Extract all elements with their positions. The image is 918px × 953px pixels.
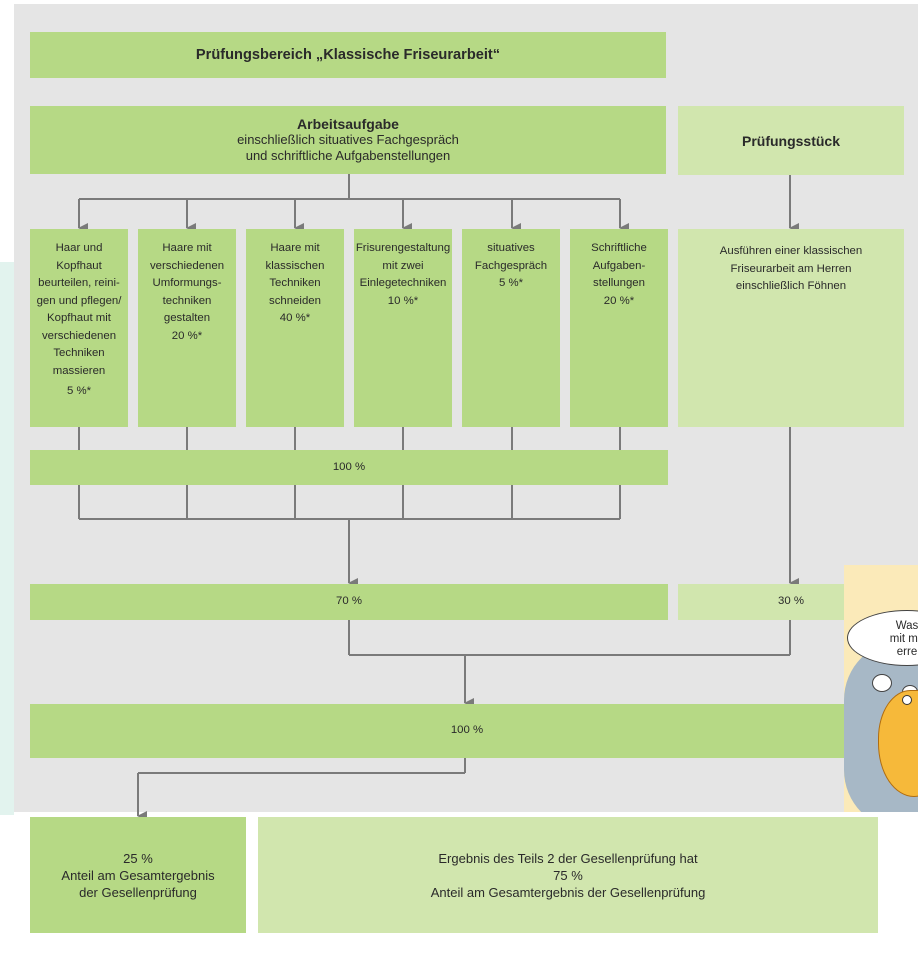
description-line: Ausführen einer klassischen — [719, 245, 863, 257]
result-right-line1: Ergebnis des Teils 2 der Gesellenprüfung… — [438, 850, 698, 866]
task-line: Haare mit — [162, 242, 212, 254]
result-left-percent: 25 % — [123, 850, 153, 866]
task-percent: 5 %* — [498, 277, 524, 289]
bubble-line: Was — [895, 620, 918, 632]
bubble-line: erre — [896, 646, 918, 658]
task-line: Frisurengestaltung — [355, 242, 451, 254]
task-line: Techniken — [269, 277, 321, 289]
task-umformung: Haare mit verschiedenen Umformungs- tech… — [138, 229, 236, 427]
task-line: Kopfhaut mit — [47, 312, 111, 324]
result-right-percent: 75 % — [553, 867, 583, 883]
result-right-box: Ergebnis des Teils 2 der Gesellenprüfung… — [258, 817, 878, 933]
task-line: massieren — [52, 364, 106, 377]
bubble-line: mit me — [889, 633, 918, 645]
task-line: Haar und — [55, 242, 103, 254]
task-line: Schriftliche — [591, 242, 647, 254]
arbeitsaufgabe-line1: einschließlich situatives Fachgespräch — [237, 132, 459, 147]
tasks-sum-value: 100 % — [332, 460, 366, 473]
description-line: einschließlich Föhnen — [735, 280, 847, 292]
task-line: situatives — [487, 242, 535, 254]
task-line: gen und pflegen/ — [36, 294, 122, 307]
thought-dot — [872, 674, 892, 692]
task-percent: 5 %* — [66, 385, 92, 397]
task-line: klassischen — [265, 259, 325, 272]
task-line: Einlegetechniken — [359, 277, 447, 289]
task-percent: 20 %* — [603, 294, 635, 307]
task-line: techniken — [162, 294, 212, 307]
bird-eye-icon — [902, 695, 912, 705]
total-bar: 100 % — [30, 704, 904, 758]
arbeitsaufgabe-line2: und schriftliche Aufgabenstellungen — [245, 148, 451, 163]
task-fachgespraech: situatives Fachgespräch 5 %* — [462, 229, 560, 427]
task-percent: 10 %* — [387, 294, 419, 307]
task-schriftlich: Schriftliche Aufgaben- stellungen 20 %* — [570, 229, 668, 427]
task-haar-kopfhaut: Haar und Kopfhaut beurteilen, reini- gen… — [30, 229, 128, 427]
exam-area-title-box: Prüfungsbereich „Klassische Friseurarbei… — [30, 32, 666, 78]
tasks-sum-bar: 100 % — [30, 450, 668, 485]
exam-area-title: Prüfungsbereich „Klassische Friseurarbei… — [195, 47, 501, 63]
pruefungsstueck-heading: Prüfungsstück — [741, 132, 840, 149]
task-line: schneiden — [269, 294, 321, 307]
arbeitsaufgabe-share-value: 70 % — [336, 595, 362, 608]
task-frisurengestaltung: Frisurengestaltung mit zwei Einlegetechn… — [354, 229, 452, 427]
cartoon-illustration: Was mit me erre — [844, 565, 918, 812]
result-left-box: 25 % Anteil am Gesamtergebnis der Gesell… — [30, 817, 246, 933]
task-line: Fachgespräch — [474, 259, 548, 272]
left-accent-strip — [0, 262, 14, 815]
task-line: Techniken — [53, 347, 105, 359]
result-right-line2: Anteil am Gesamtergebnis der Gesellenprü… — [430, 884, 706, 900]
task-schneiden: Haare mit klassischen Techniken schneide… — [246, 229, 344, 427]
task-line: Haare mit — [270, 242, 320, 254]
arbeitsaufgabe-share-bar: 70 % — [30, 584, 668, 620]
task-line: mit zwei — [382, 259, 424, 272]
total-value: 100 % — [450, 724, 484, 737]
arbeitsaufgabe-heading: Arbeitsaufgabe — [297, 116, 399, 132]
task-line: Kopfhaut — [56, 259, 102, 272]
task-line: beurteilen, reini- — [38, 277, 120, 289]
task-percent: 20 %* — [171, 329, 203, 342]
pruefungsstueck-description-box: Ausführen einer klassischen Friseurarbei… — [678, 229, 904, 427]
pruefungsstueck-box: Prüfungsstück — [678, 106, 904, 175]
result-left-line2: der Gesellenprüfung — [79, 884, 197, 900]
description-line: Friseurarbeit am Herren — [730, 262, 852, 275]
arbeitsaufgabe-box: Arbeitsaufgabe einschließlich situatives… — [30, 106, 666, 174]
task-line: gestalten — [163, 312, 211, 324]
task-percent: 40 %* — [279, 312, 311, 324]
task-line: verschiedenen — [149, 259, 225, 272]
result-left-line1: Anteil am Gesamtergebnis — [61, 867, 215, 883]
task-line: Aufgaben- — [592, 259, 646, 272]
task-line: Umformungs- — [152, 277, 222, 289]
thought-bubble: Was mit me erre — [847, 610, 918, 666]
pruefungsstueck-share-value: 30 % — [778, 595, 804, 608]
task-line: verschiedenen — [41, 329, 117, 342]
task-line: stellungen — [593, 277, 645, 289]
